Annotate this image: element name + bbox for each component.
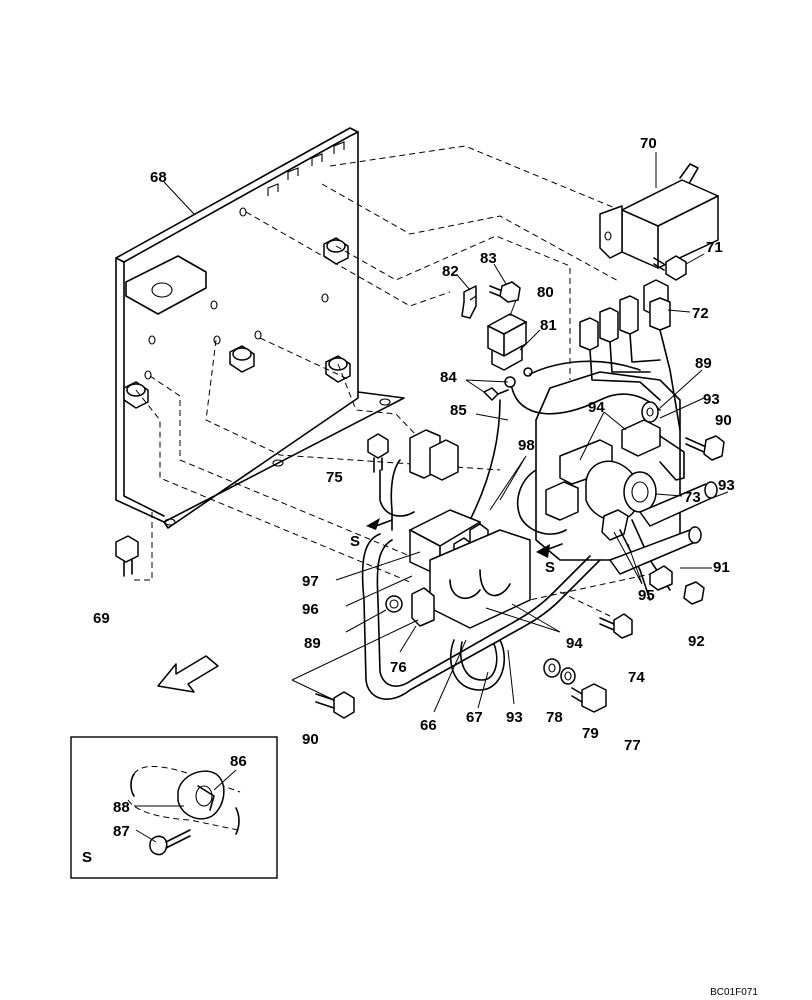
part-78-washer	[543, 658, 561, 678]
callout-93-upper: 93	[703, 391, 720, 408]
section-marks: S S S	[82, 533, 555, 866]
callout-leaders	[134, 152, 729, 843]
part-69-bolt	[115, 535, 139, 577]
callout-92: 92	[688, 633, 705, 650]
callout-86: 86	[230, 753, 247, 770]
part-90-bolt-upper	[685, 435, 725, 461]
callout-96: 96	[302, 601, 319, 618]
callout-79: 79	[582, 725, 599, 742]
part-75-bolt	[367, 433, 389, 473]
part-84-screws	[483, 367, 533, 401]
callout-82: 82	[442, 263, 459, 280]
part-67-harness	[361, 533, 601, 700]
callout-89-lower: 89	[304, 635, 321, 652]
part-82-bracket	[461, 285, 477, 319]
callout-88: 88	[113, 799, 130, 816]
callout-94-upper: 94	[588, 399, 605, 416]
callout-97: 97	[302, 573, 319, 590]
part-77-bolt	[571, 683, 607, 713]
callout-69: 69	[93, 610, 110, 627]
part-70-cover	[599, 163, 719, 269]
callout-85: 85	[450, 402, 467, 419]
callout-98: 98	[518, 437, 535, 454]
part-81-socket	[491, 345, 523, 371]
part-90-bolt-lower	[315, 691, 355, 719]
section-mark-detail: S	[82, 849, 92, 866]
callout-87: 87	[113, 823, 130, 840]
callout-89-upper: 89	[695, 355, 712, 372]
front-direction-arrow-icon	[157, 655, 219, 693]
callout-77: 77	[624, 737, 641, 754]
part-91-pipe	[609, 481, 718, 605]
section-arrow-left	[366, 518, 393, 530]
part-72-connectors	[579, 279, 681, 431]
part-83-bolt	[489, 281, 521, 303]
callout-73: 73	[684, 489, 701, 506]
callout-84: 84	[440, 369, 457, 386]
callout-labels: 68 70 71 72 82 83 80 81 84 85 89 93 90 9…	[93, 135, 735, 840]
part-96-harness-block	[409, 509, 531, 629]
part-85-wire	[469, 360, 661, 521]
section-arrow-right	[536, 543, 563, 558]
part-73-thermostat-assembly	[516, 371, 685, 601]
callout-70: 70	[640, 135, 657, 152]
callout-66: 66	[420, 717, 437, 734]
part-79-lockwasher	[560, 667, 576, 685]
callout-90-upper: 90	[715, 412, 732, 429]
callout-80: 80	[537, 284, 554, 301]
callout-67: 67	[466, 709, 483, 726]
section-mark-left: S	[350, 533, 360, 550]
callout-76: 76	[390, 659, 407, 676]
callout-83: 83	[480, 250, 497, 267]
drawing-code: BC01F071	[710, 987, 758, 998]
callout-93-right: 93	[718, 477, 735, 494]
part-74-bolt	[599, 613, 633, 639]
section-mark-right: S	[545, 559, 555, 576]
upper-connectors	[379, 429, 459, 531]
callout-78: 78	[546, 709, 563, 726]
detail-s-inset	[70, 736, 278, 879]
callout-71: 71	[706, 239, 723, 256]
part-89-clamp-upper	[641, 401, 659, 423]
callout-75: 75	[326, 469, 343, 486]
callout-72: 72	[692, 305, 709, 322]
part-71-bolt	[653, 255, 687, 281]
callout-95: 95	[638, 587, 655, 604]
callout-91: 91	[713, 559, 730, 576]
callout-81: 81	[540, 317, 557, 334]
callout-74: 74	[628, 669, 645, 686]
callout-90-lower: 90	[302, 731, 319, 748]
assembly-guide-lines	[132, 145, 661, 617]
callout-93-lower: 93	[506, 709, 523, 726]
mounting-plate	[115, 127, 405, 529]
callout-68: 68	[150, 169, 167, 186]
callout-94-lower: 94	[566, 635, 583, 652]
